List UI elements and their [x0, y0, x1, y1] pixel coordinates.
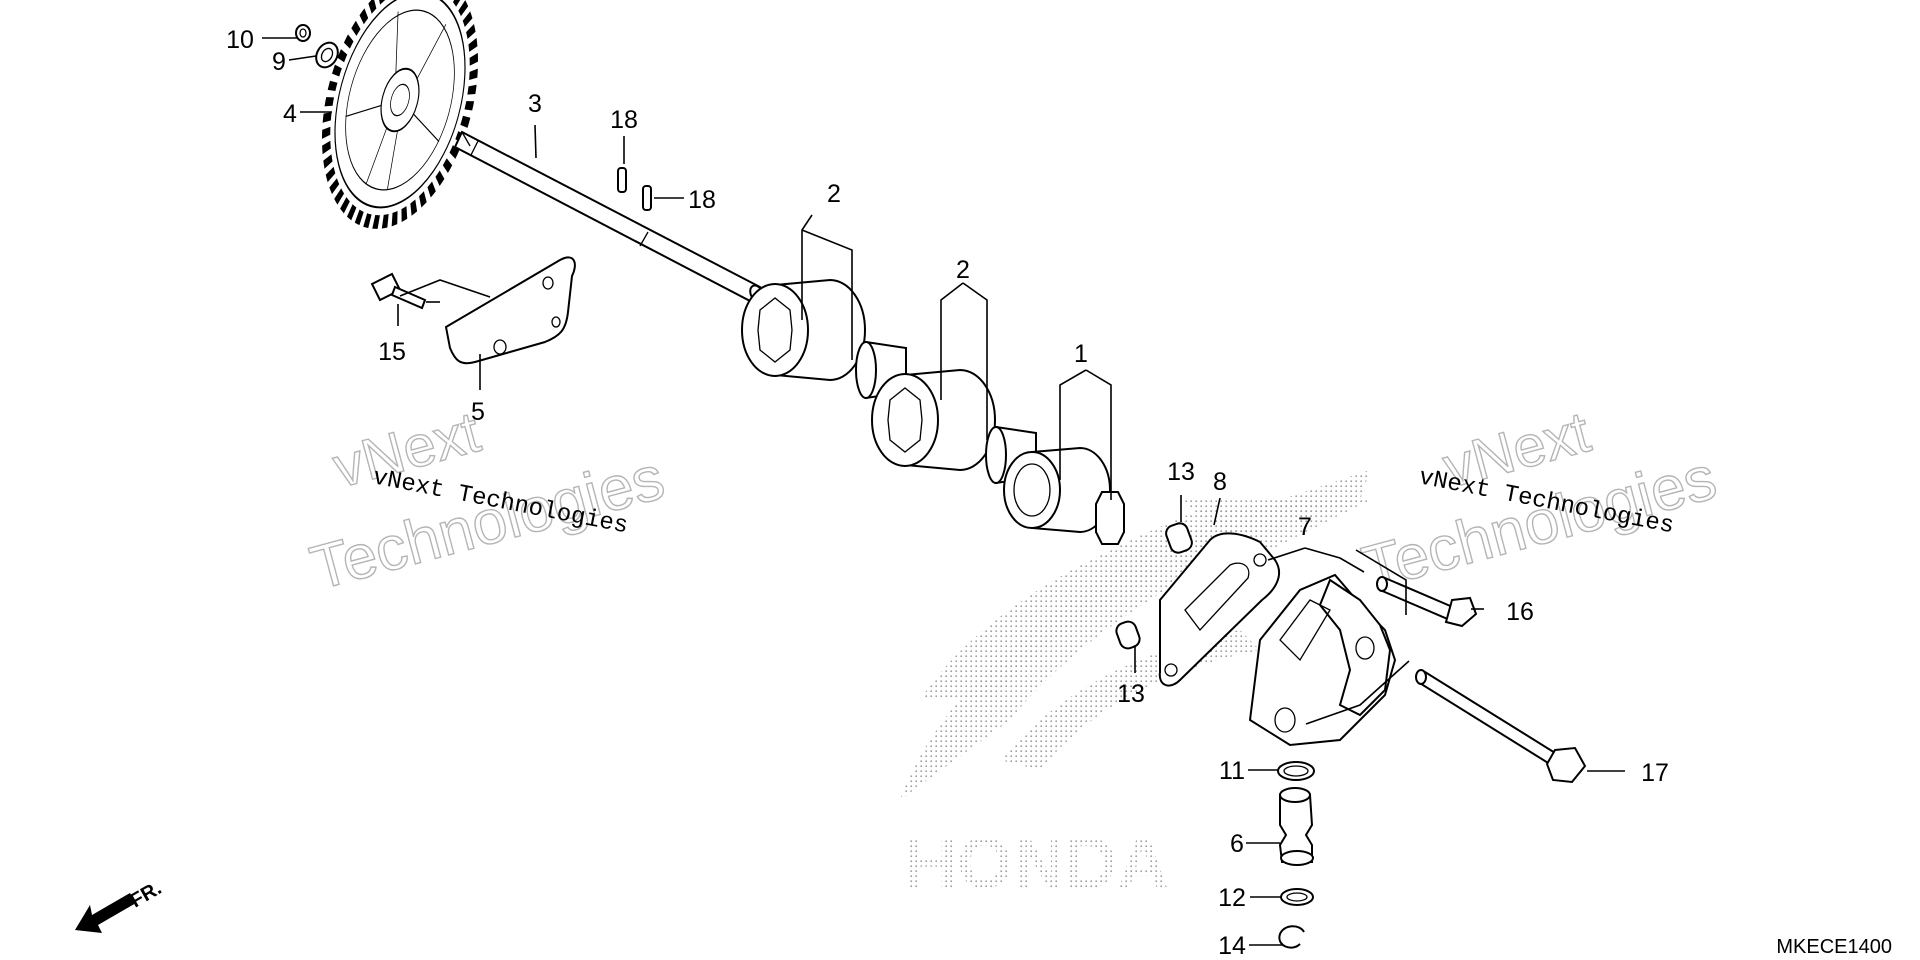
- callout-12: 12: [1218, 884, 1246, 912]
- callout-2-lower: 2: [956, 256, 970, 284]
- part-4-gear: [321, 0, 479, 229]
- watermark-left: vNext Technologies vNext Technologies: [303, 399, 672, 605]
- callout-3: 3: [528, 90, 542, 118]
- watermark-right: vNext Technologies vNext Technologies: [1355, 399, 1724, 605]
- part-2-rotor-set-a: [741, 278, 907, 400]
- part-18-pin-lower: [642, 185, 652, 211]
- callout-2-upper: 2: [827, 180, 841, 208]
- diagram-code: MKECE1400: [1776, 936, 1892, 958]
- callout-18-lower: 18: [688, 186, 716, 214]
- leader-lines: [262, 37, 1625, 946]
- callout-11: 11: [1219, 757, 1245, 785]
- part-9-washer: [315, 41, 339, 69]
- part-14-snap-ring: [1278, 925, 1305, 949]
- part-13-dowel-lower: [1115, 620, 1141, 650]
- callout-8: 8: [1213, 468, 1227, 496]
- callout-5: 5: [471, 398, 485, 426]
- callout-6: 6: [1230, 830, 1244, 858]
- part-3-shaft: [453, 130, 765, 304]
- part-12-o-ring: [1280, 888, 1314, 906]
- part-7-pump-body: [1248, 573, 1397, 747]
- callout-13-lower: 13: [1117, 680, 1145, 708]
- part-17-long-bolt: [1415, 669, 1587, 784]
- part-8-gasket: [1158, 532, 1281, 687]
- callout-9: 9: [272, 48, 286, 76]
- part-11-o-ring: [1277, 761, 1315, 781]
- callout-16: 16: [1506, 598, 1534, 626]
- callout-13-upper: 13: [1167, 458, 1195, 486]
- part-6-relief-valve: [1278, 787, 1314, 866]
- part-10-nut: [295, 24, 311, 42]
- part-5-plate: [444, 256, 576, 365]
- part-18-pin-upper: [617, 167, 627, 193]
- part-13-dowel-upper: [1165, 522, 1193, 554]
- callout-7: 7: [1298, 513, 1312, 541]
- callout-14: 14: [1218, 932, 1246, 960]
- part-15-bolt: [370, 272, 440, 310]
- callout-labels: 1 2 2 3 4 5 6 7 8 9 10 11 12 13 13 14 15…: [226, 26, 1669, 960]
- front-direction-label: FR.: [127, 877, 166, 912]
- front-direction-arrow: FR.: [75, 877, 165, 933]
- part-16-bolt: [1376, 576, 1478, 628]
- part-1-rotor-set: [1003, 446, 1125, 545]
- callout-17: 17: [1641, 759, 1669, 787]
- callout-15: 15: [378, 338, 406, 366]
- callout-1: 1: [1074, 340, 1088, 368]
- callout-4: 4: [283, 100, 297, 128]
- honda-logo-text: HONDA: [905, 824, 1169, 904]
- callout-10: 10: [226, 26, 254, 54]
- callout-18-upper: 18: [610, 106, 638, 134]
